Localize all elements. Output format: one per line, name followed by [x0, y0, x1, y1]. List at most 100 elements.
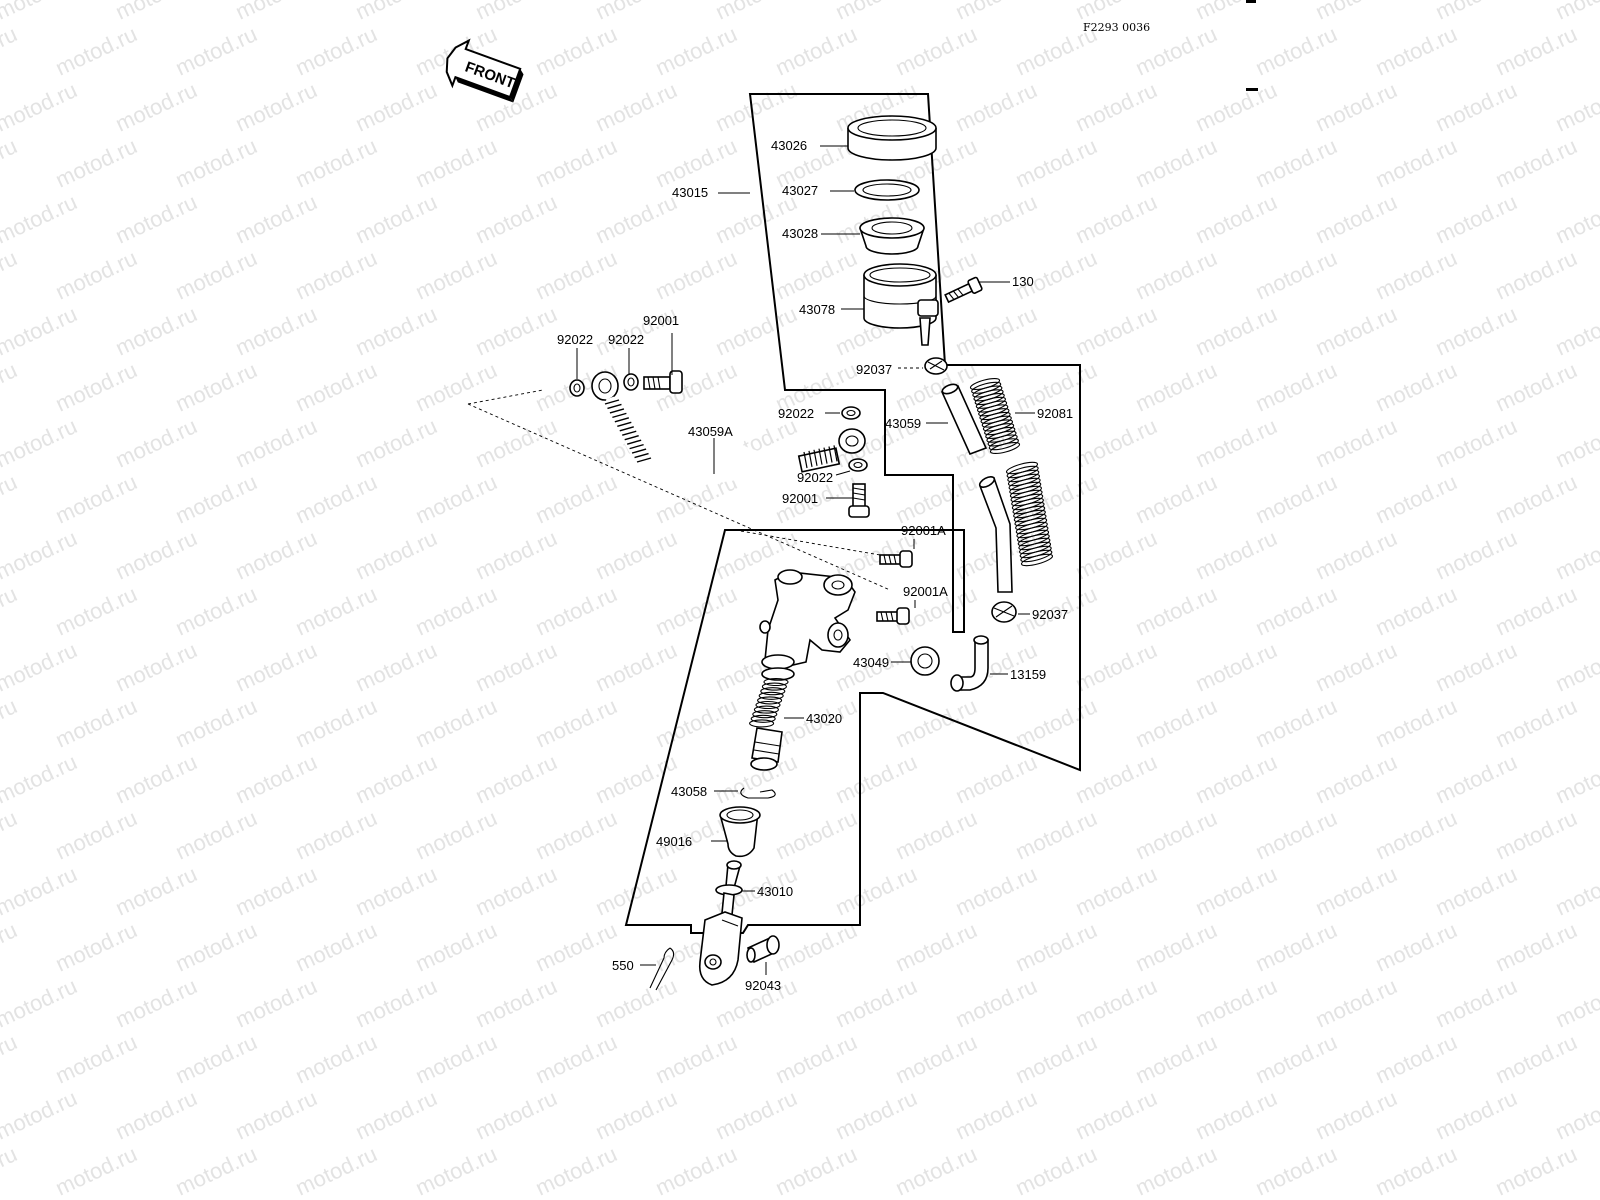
- watermark-text: motod.ru: [832, 973, 921, 1032]
- watermark-text: motod.ru: [1072, 861, 1161, 920]
- watermark-text: motod.ru: [292, 1029, 381, 1088]
- watermark-text: motod.ru: [1372, 133, 1461, 192]
- part-number-43058: 43058: [671, 784, 707, 799]
- watermark-text: motod.ru: [1252, 1141, 1341, 1200]
- hose-clamp: [991, 601, 1017, 623]
- watermark-text: motod.ru: [1492, 581, 1581, 640]
- watermark-text: motod.ru: [412, 693, 501, 752]
- watermark-text: motod.ru: [472, 973, 561, 1032]
- watermark-text: motod.ru: [1012, 917, 1101, 976]
- watermark-text: motod.ru: [652, 1029, 741, 1088]
- spring-coil: [753, 705, 779, 714]
- watermark-text: motod.ru: [352, 77, 441, 136]
- watermark-text: motod.ru: [0, 973, 81, 1032]
- watermark-text: motod.ru: [532, 1029, 621, 1088]
- hose-rib: [624, 435, 639, 441]
- watermark-text: motod.ru: [952, 1085, 1041, 1144]
- watermark-text: motod.ru: [1252, 469, 1341, 528]
- watermark-text: motod.ru: [172, 21, 261, 80]
- part-labels: 43026 43015 43027 43028 130 43078 92001 …: [557, 138, 1073, 993]
- watermark-text: motod.ru: [892, 1029, 981, 1088]
- watermark-text: motod.ru: [292, 581, 381, 640]
- watermark-text: motod.ru: [1492, 805, 1581, 864]
- watermark-text: motod.ru: [1432, 1085, 1521, 1144]
- watermark-text: motod.ru: [532, 581, 621, 640]
- watermark-text: motod.ru: [1432, 637, 1521, 696]
- hose-rib: [622, 430, 637, 436]
- part-number-43059: 43059: [885, 416, 921, 431]
- watermark-text: motod.ru: [412, 1029, 501, 1088]
- sealing-washer: [848, 458, 868, 472]
- watermark-text: motod.ru: [172, 693, 261, 752]
- watermark-text: motod.ru: [352, 189, 441, 248]
- watermark-text: motod.ru: [592, 973, 681, 1032]
- watermark-text: motod.ru: [1072, 637, 1161, 696]
- part-number-43010: 43010: [757, 884, 793, 899]
- spring-coil: [757, 696, 783, 705]
- part-number-92022: 92022: [778, 406, 814, 421]
- part-number-92022: 92022: [557, 332, 593, 347]
- watermark-text: motod.ru: [592, 525, 681, 584]
- watermark-text: motod.ru: [772, 1029, 861, 1088]
- watermark-text: motod.ru: [652, 693, 741, 752]
- watermark-text: motod.ru: [1252, 1029, 1341, 1088]
- watermark-text: motod.ru: [52, 693, 141, 752]
- hose-rib: [614, 417, 630, 423]
- hose-rib: [631, 448, 647, 454]
- watermark-text: motod.ru: [292, 693, 381, 752]
- watermark-text: motod.ru: [1312, 749, 1401, 808]
- banjo-bolt: [848, 483, 870, 518]
- watermark-text: motod.ru: [592, 301, 681, 360]
- watermark-text: motod.ru: [0, 413, 81, 472]
- watermark-text: motod.ru: [1492, 357, 1581, 416]
- corner-mark: [1246, 88, 1258, 91]
- watermark-text: motod.ru: [1312, 77, 1401, 136]
- watermark-text: motod.ru: [0, 357, 21, 416]
- watermark-text: motod.ru: [1552, 301, 1600, 360]
- watermark-text: motod.ru: [232, 525, 321, 584]
- watermark-text: motod.ru: [1492, 693, 1581, 752]
- banjo-bolt: [643, 370, 683, 394]
- watermark-text: motod.ru: [412, 357, 501, 416]
- watermark-text: motod.ru: [1132, 917, 1221, 976]
- watermark-text: motod.ru: [112, 413, 201, 472]
- watermark-text: motod.ru: [232, 0, 321, 25]
- watermark-text: motod.ru: [592, 0, 681, 25]
- watermark-text: motod.ru: [1072, 1085, 1161, 1144]
- watermark-text: motod.ru: [112, 637, 201, 696]
- watermark-text: motod.ru: [1432, 973, 1521, 1032]
- watermark-text: motod.ru: [1552, 637, 1600, 696]
- flange-bolt: [876, 607, 910, 625]
- watermark-text: motod.ru: [1372, 357, 1461, 416]
- watermark-text: motod.ru: [1552, 0, 1600, 25]
- part-number-43015: 43015: [672, 185, 708, 200]
- hose-rib: [604, 399, 620, 405]
- watermark-text: motod.ru: [0, 133, 21, 192]
- watermark-text: motod.ru: [1492, 245, 1581, 304]
- watermark-text: motod.ru: [1252, 581, 1341, 640]
- part-number-92001A: 92001A: [901, 523, 946, 538]
- watermark-text: motod.ru: [592, 1085, 681, 1144]
- watermark-text: motod.ru: [1432, 861, 1521, 920]
- watermark-text: motod.ru: [532, 245, 621, 304]
- watermark-text: motod.ru: [472, 637, 561, 696]
- reservoir-hose: [940, 383, 1013, 593]
- hose-rib: [626, 439, 642, 445]
- watermark-text: motod.ru: [1492, 21, 1581, 80]
- watermark-text: motod.ru: [352, 0, 441, 25]
- watermark-text: motod.ru: [352, 301, 441, 360]
- watermark-text: motod.ru: [1552, 749, 1600, 808]
- spring-coil: [988, 438, 1019, 451]
- watermark-text: motod.ru: [0, 693, 21, 752]
- watermark-text: motod.ru: [1312, 301, 1401, 360]
- part-number-43026: 43026: [771, 138, 807, 153]
- watermark-text: motod.ru: [832, 1085, 921, 1144]
- watermark-text: motod.ru: [0, 749, 81, 808]
- watermark-text: motod.ru: [1192, 189, 1281, 248]
- watermark-text: motod.ru: [472, 1085, 561, 1144]
- watermark-text: motod.ru: [352, 525, 441, 584]
- watermark-text: motod.ru: [1372, 469, 1461, 528]
- watermark-text: motod.ru: [892, 805, 981, 864]
- watermark-text: motod.ru: [412, 917, 501, 976]
- watermark-text: motod.ru: [232, 973, 321, 1032]
